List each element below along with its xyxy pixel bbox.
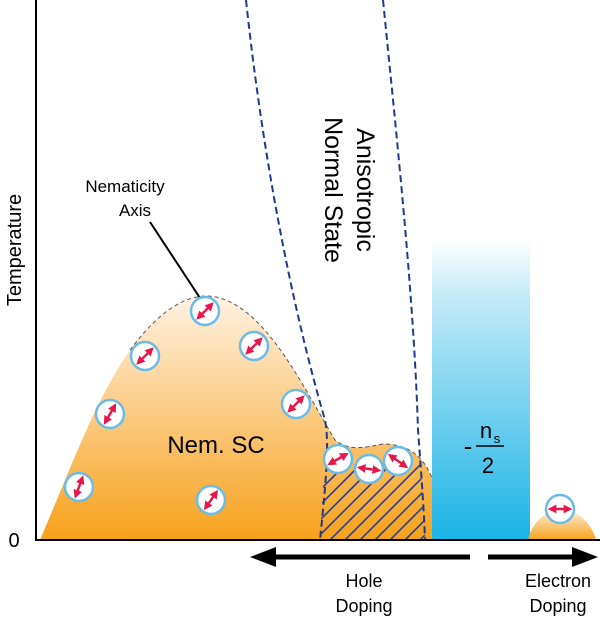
nematicity-marker — [195, 484, 227, 516]
y-axis-label: Temperature — [4, 194, 26, 306]
double-arrow-icon — [356, 464, 382, 474]
double-arrow-icon — [196, 302, 214, 320]
nematicity-marker — [322, 443, 354, 475]
hole-doping-label-line2: Doping — [335, 596, 392, 616]
nematicity-marker — [238, 330, 270, 362]
nematicity-markers — [63, 295, 576, 525]
normal-state-left-boundary — [245, 0, 329, 541]
nematicity-marker — [94, 398, 126, 430]
double-arrow-icon — [136, 347, 154, 365]
normal-state-label-line1: Anisotropic — [351, 128, 379, 252]
ns-minus: - — [464, 431, 473, 461]
nematicity-marker — [280, 388, 312, 420]
nematicity-marker — [129, 340, 161, 372]
double-arrow-icon — [245, 337, 263, 355]
hole-doping-arrowhead — [250, 547, 276, 567]
nematic-sc-label: Nem. SC — [167, 432, 264, 459]
ns-numerator: n — [480, 418, 492, 443]
hole-doping-label-line1: Hole — [345, 571, 382, 591]
normal-state-label-line2: Normal State — [319, 117, 347, 263]
nematicity-label-line2: Axis — [119, 201, 151, 220]
nematicity-label-line1: Nematicity — [85, 177, 165, 196]
nematicity-leader-line — [149, 221, 201, 299]
double-arrow-icon — [73, 475, 85, 499]
double-arrow-icon — [203, 489, 219, 511]
electron-dome — [528, 509, 596, 540]
electron-doping-label-line1: Electron — [525, 571, 591, 591]
double-arrow-icon — [387, 453, 409, 469]
ns-denominator: 2 — [482, 453, 494, 478]
double-arrow-icon — [287, 395, 305, 413]
nematicity-marker — [353, 453, 385, 485]
nematicity-marker — [63, 471, 95, 503]
nematicity-marker — [189, 295, 221, 327]
electron-doping-arrowhead — [572, 547, 598, 567]
normal-state-right-boundary — [382, 0, 426, 541]
nematicity-marker — [382, 445, 414, 477]
ns-subscript: s — [494, 431, 501, 446]
nematicity-marker — [544, 493, 576, 525]
double-arrow-icon — [103, 403, 117, 425]
electron-doping-label-line2: Doping — [529, 596, 586, 616]
ns-bar — [432, 240, 530, 540]
double-arrow-icon — [327, 452, 349, 466]
origin-label: 0 — [8, 530, 19, 552]
